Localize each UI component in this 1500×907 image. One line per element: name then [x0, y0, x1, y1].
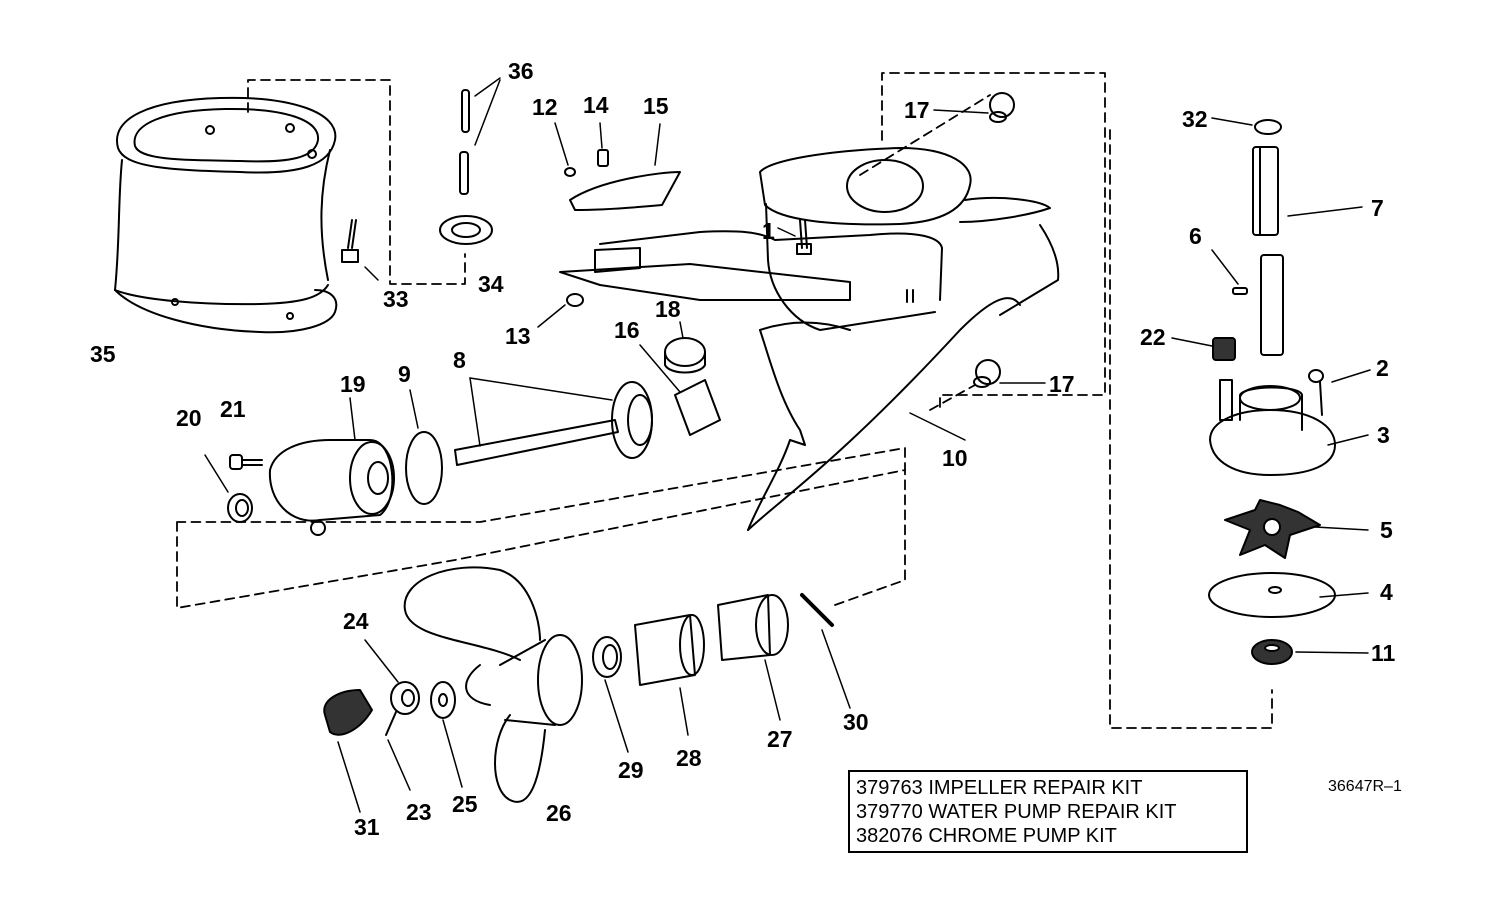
gearcase-part-10 — [559, 147, 1060, 531]
kit-part-number: 379770 — [856, 801, 923, 823]
pins-part-36 — [459, 77, 501, 195]
callout-20: 20 — [176, 405, 202, 431]
callout-labels: 1 2 3 4 5 6 7 8 9 10 11 12 13 14 15 16 1… — [90, 58, 1396, 840]
callout-36: 36 — [508, 58, 534, 84]
kit-row: 379763 IMPELLER REPAIR KIT — [856, 776, 1240, 800]
screw-part-21 — [229, 454, 263, 470]
assembly-dashed-lines — [176, 72, 1273, 729]
callout-1: 1 — [762, 218, 775, 244]
plug-part-17-bottom — [973, 359, 1046, 388]
kit-description: WATER PUMP REPAIR KIT — [928, 801, 1177, 823]
callout-23: 23 — [406, 799, 432, 825]
pin-part-6 — [1211, 249, 1248, 295]
kit-description: CHROME PUMP KIT — [928, 825, 1117, 847]
cotter-pin-part-23 — [385, 711, 411, 791]
callout-18: 18 — [655, 296, 681, 322]
washer-part-25 — [430, 681, 463, 788]
callout-31: 31 — [354, 814, 380, 840]
repair-kit-table: 379763 IMPELLER REPAIR KIT 379770 WATER … — [848, 770, 1248, 853]
callout-19: 19 — [340, 371, 366, 397]
nose-cone-part-31 — [323, 689, 373, 813]
screw-part-2 — [1308, 369, 1371, 416]
callout-21: 21 — [220, 396, 246, 422]
screw-part-1 — [777, 219, 812, 255]
kit-part-number: 379763 — [856, 777, 923, 799]
callout-17-top: 17 — [904, 97, 930, 123]
seal-part-11 — [1251, 639, 1369, 665]
bearing-housing-part-19 — [268, 397, 395, 536]
callout-7: 7 — [1371, 195, 1384, 221]
o-ring-part-32 — [1211, 117, 1282, 135]
callout-13: 13 — [505, 323, 531, 349]
pin-part-30 — [800, 593, 851, 709]
callout-14: 14 — [583, 92, 609, 118]
kit-row: 379770 WATER PUMP REPAIR KIT — [856, 800, 1240, 824]
bushing-part-28 — [634, 614, 705, 736]
housing-part-35 — [114, 96, 338, 334]
callout-3: 3 — [1377, 422, 1390, 448]
kit-row: 382076 CHROME PUMP KIT — [856, 824, 1240, 848]
pump-housing-part-3 — [1209, 379, 1369, 476]
kit-part-number: 382076 — [856, 825, 923, 847]
callout-33: 33 — [383, 286, 409, 312]
callout-17-bottom: 17 — [1049, 371, 1075, 397]
bushing-part-27 — [717, 594, 789, 721]
impeller-part-5 — [1224, 499, 1369, 559]
nut-part-24 — [364, 639, 420, 715]
kit-description: IMPELLER REPAIR KIT — [928, 777, 1143, 799]
callout-15: 15 — [643, 93, 669, 119]
thrust-washer-part-29 — [592, 636, 629, 753]
callout-32: 32 — [1182, 106, 1208, 132]
callout-34: 34 — [478, 271, 504, 297]
callout-12: 12 — [532, 94, 558, 120]
seal-part-20 — [204, 454, 253, 523]
propeller-part-26 — [403, 566, 583, 803]
callout-8: 8 — [453, 347, 466, 373]
callout-30: 30 — [843, 709, 869, 735]
callout-24: 24 — [343, 608, 369, 634]
callout-4: 4 — [1380, 579, 1393, 605]
callout-5: 5 — [1380, 517, 1393, 543]
callout-10: 10 — [942, 445, 968, 471]
callout-26: 26 — [546, 800, 572, 826]
callout-25: 25 — [452, 791, 478, 817]
callout-22: 22 — [1140, 324, 1166, 350]
drive-shaft-part-7 — [1252, 146, 1363, 236]
shaft-part-lower — [1260, 254, 1284, 356]
drawing-code: 36647R–1 — [1328, 778, 1402, 795]
washer-part-34 — [439, 215, 493, 245]
block-part-16 — [639, 344, 721, 436]
plug-part-17-top — [933, 92, 1015, 123]
screw-part-33 — [341, 219, 379, 281]
o-ring-part-9 — [405, 389, 443, 505]
callout-9: 9 — [398, 361, 411, 387]
callout-35: 35 — [90, 341, 116, 367]
cover-parts-12-14-15 — [554, 122, 681, 211]
shaft-gear-part-8 — [454, 377, 653, 466]
plate-part-4 — [1208, 572, 1369, 618]
callout-28: 28 — [676, 745, 702, 771]
callout-2: 2 — [1376, 355, 1389, 381]
callout-16: 16 — [614, 317, 640, 343]
callout-27: 27 — [767, 726, 793, 752]
callout-29: 29 — [618, 757, 644, 783]
nut-part-13 — [537, 293, 584, 328]
callout-6: 6 — [1189, 223, 1202, 249]
pinion-gear-part-18 — [664, 321, 706, 374]
callout-11: 11 — [1371, 640, 1396, 666]
bushing-part-22 — [1171, 337, 1236, 361]
